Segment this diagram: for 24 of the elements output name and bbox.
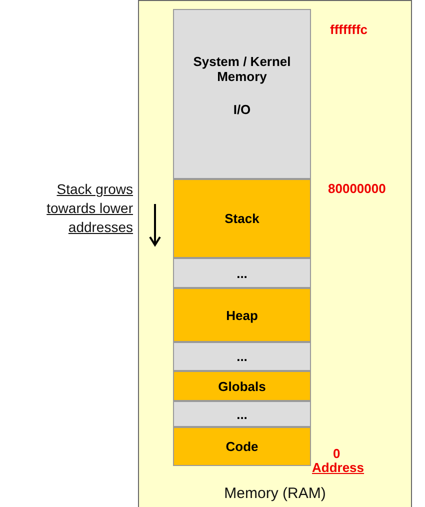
segment-label: System / Kernel Memory — [192, 54, 292, 84]
segment-label: ... — [236, 266, 248, 280]
axis-label: Address — [312, 460, 364, 475]
memory-panel — [138, 0, 412, 507]
memory-segment — [173, 179, 311, 258]
unused-segment — [173, 401, 311, 427]
memory-segment — [173, 371, 311, 401]
address-label: 80000000 — [328, 181, 386, 196]
segment-label: Stack — [224, 211, 260, 226]
segment-label: Code — [226, 439, 258, 454]
address-label: fffffffc — [330, 22, 368, 37]
panel-caption: Memory (RAM) — [223, 485, 327, 502]
memory-segment — [173, 288, 311, 342]
address-label: 0 — [333, 446, 340, 461]
segment-label: Globals — [218, 378, 266, 394]
unused-segment — [173, 258, 311, 288]
segment-label: ... — [236, 349, 248, 364]
segment-label: ... — [236, 406, 248, 422]
memory-segment — [173, 427, 311, 466]
annotation-text: Stack grows towards lower addresses — [46, 180, 133, 237]
memory-segment — [173, 9, 311, 179]
unused-segment — [173, 342, 311, 371]
segment-label: Heap — [226, 308, 258, 322]
segment-label: I/O — [233, 102, 251, 117]
